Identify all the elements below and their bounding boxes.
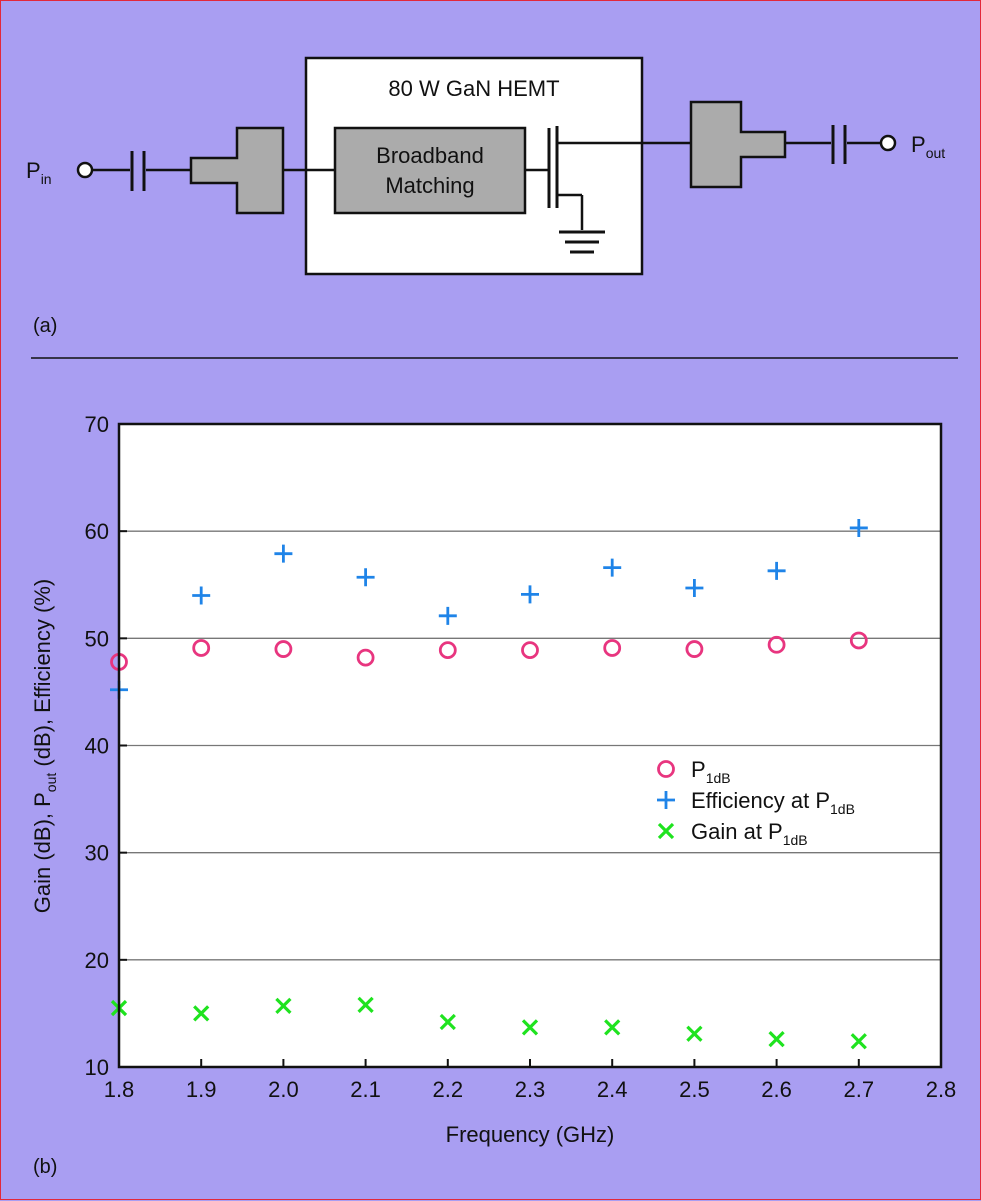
p1db-point	[767, 635, 786, 654]
gain-point	[686, 1025, 703, 1042]
output-label: Pout	[911, 132, 945, 161]
y-tick-label: 30	[85, 841, 109, 866]
p1db-point	[521, 641, 539, 660]
input-terminal	[76, 161, 94, 179]
legend-marker-gain	[657, 822, 675, 840]
y-tick-label: 50	[85, 626, 109, 651]
panel-a-label: (a)	[33, 315, 57, 337]
x-tick-label: 2.4	[597, 1077, 628, 1102]
y-tick-label: 70	[85, 412, 109, 437]
x-tick-label: 2.2	[433, 1077, 464, 1102]
gain-point	[357, 996, 374, 1013]
legend-marker-efficiency	[657, 791, 675, 809]
p1db-point	[685, 640, 704, 658]
efficiency-point	[767, 561, 786, 580]
x-tick-label: 1.8	[104, 1077, 135, 1102]
x-tick-label: 2.5	[679, 1077, 710, 1102]
p1db-point	[274, 640, 293, 658]
p1db-point	[192, 639, 211, 657]
efficiency-point	[274, 544, 293, 563]
matching-label-line2: Matching	[385, 173, 474, 198]
gain-point	[193, 1005, 210, 1022]
input-label: Pin	[26, 158, 52, 187]
axis-ticks: 10 20 30 40 50 60 70 1.8 1.9 2.0 2.1 2.2 2.3 2.4 2.5 2.…	[85, 412, 957, 1102]
y-tick-label: 60	[85, 519, 109, 544]
gain-point	[850, 1033, 867, 1050]
chart: 10 20 30 40 50 60 70 1.8 1.9 2.0 2.1 2.2 2.3 2.4 2.5 2.…	[30, 412, 956, 1147]
gain-point	[604, 1019, 621, 1036]
efficiency-point	[356, 568, 375, 587]
p1db-point	[603, 639, 622, 657]
p1db-point	[356, 648, 375, 667]
circuit-schematic	[76, 56, 897, 276]
gain-point	[768, 1031, 785, 1048]
efficiency-point	[603, 558, 622, 577]
gridlines	[119, 530, 941, 961]
efficiency-point	[685, 578, 704, 597]
y-tick-label: 40	[85, 734, 109, 759]
x-tick-label: 2.0	[268, 1077, 299, 1102]
y-tick-label: 10	[85, 1055, 109, 1080]
x-tick-label: 2.8	[926, 1077, 957, 1102]
device-title: 80 W GaN HEMT	[388, 76, 559, 101]
p1db-point	[438, 641, 457, 660]
gain-point	[275, 997, 292, 1015]
gain-point	[521, 1019, 539, 1036]
panel-b-label: (b)	[33, 1156, 57, 1178]
legend-label-efficiency: Efficiency at P1dB	[691, 788, 855, 817]
input-matching-stub	[189, 126, 285, 215]
gain-point	[439, 1013, 456, 1031]
y-tick-label: 20	[85, 948, 109, 973]
x-tick-label: 2.6	[761, 1077, 792, 1102]
legend-label-gain: Gain at P1dB	[691, 819, 808, 848]
x-tick-label: 1.9	[186, 1077, 217, 1102]
efficiency-point	[521, 585, 539, 604]
efficiency-point	[438, 606, 457, 625]
efficiency-point	[192, 586, 211, 605]
x-axis-label: Frequency (GHz)	[446, 1122, 615, 1147]
matching-label-line1: Broadband	[376, 143, 484, 168]
p1db-point	[849, 631, 868, 650]
x-tick-label: 2.3	[515, 1077, 546, 1102]
broadband-matching-block	[333, 126, 527, 215]
data-marks	[110, 518, 868, 1050]
x-tick-label: 2.1	[350, 1077, 381, 1102]
plot-frame	[117, 422, 943, 1069]
efficiency-point	[849, 518, 868, 537]
output-terminal	[879, 134, 897, 152]
x-tick-label: 2.7	[844, 1077, 875, 1102]
legend-label-p1db: P1dB	[691, 757, 731, 786]
y-axis-label: Gain (dB), Pout (dB), Efficiency (%)	[30, 579, 59, 914]
output-matching-stub	[689, 100, 787, 189]
legend-marker-p1db	[657, 760, 675, 778]
